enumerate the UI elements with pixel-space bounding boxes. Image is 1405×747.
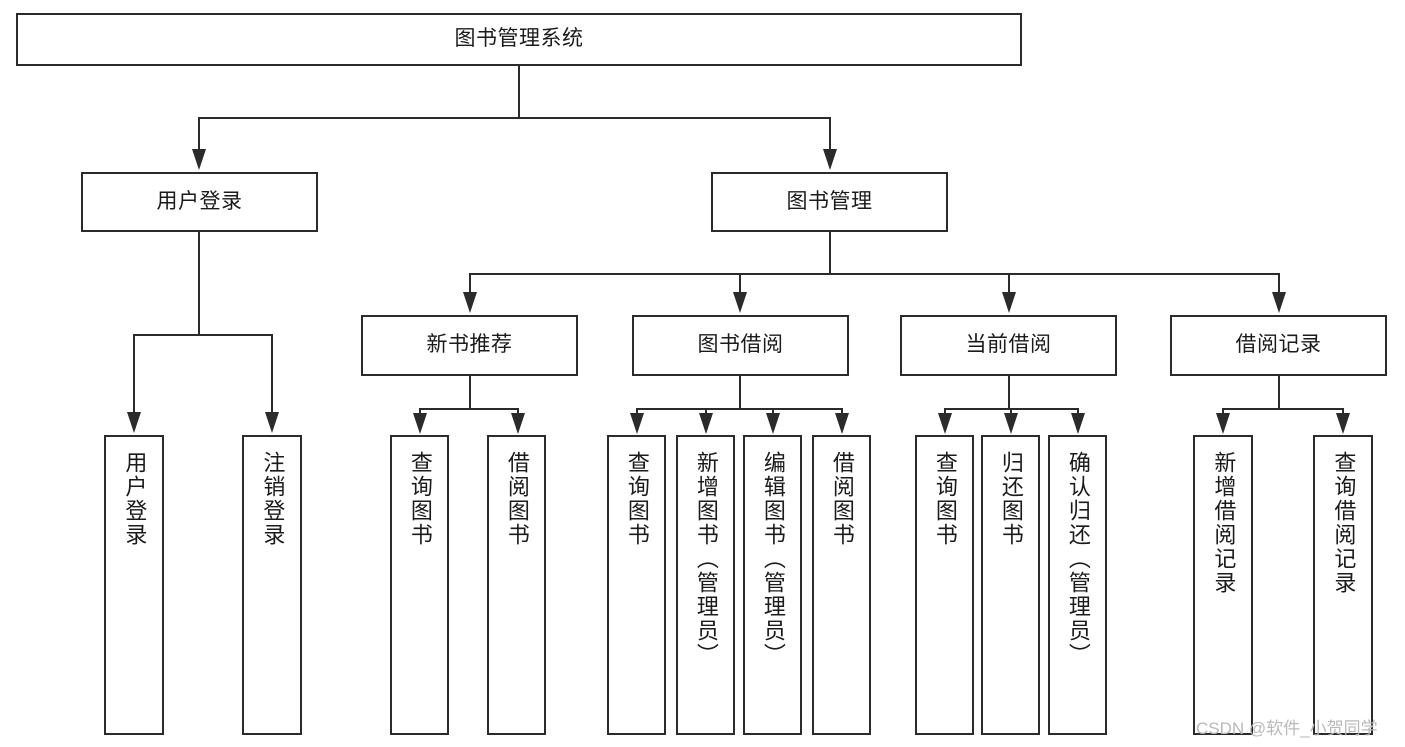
arrowhead-user-login-leaf-2 xyxy=(265,412,279,433)
leaf-book-borrow-borrow[interactable]: 借阅图书 xyxy=(812,435,871,735)
edge-book-manage-bar xyxy=(469,273,1280,275)
leaf-current-borrow-confirm-return[interactable]: 确认归还（管理员） xyxy=(1048,435,1107,735)
edge-root-to-user-login xyxy=(198,117,200,150)
edge-user-login-bar xyxy=(133,334,271,336)
node-label: 查询图书 xyxy=(407,451,433,547)
node-label: 借阅图书 xyxy=(504,451,530,547)
arrowhead-book-manage-borrow-record xyxy=(1272,292,1286,313)
edge-user-login-to-leaf-2 xyxy=(271,334,273,413)
leaf-book-borrow-edit[interactable]: 编辑图书（管理员） xyxy=(743,435,802,735)
node-current-borrow[interactable]: 当前借阅 xyxy=(900,315,1117,376)
leaf-borrow-record-add[interactable]: 新增借阅记录 xyxy=(1193,435,1253,735)
edge-borrow-record-to-leaf-1 xyxy=(1222,408,1224,414)
edge-book-borrow-stem xyxy=(739,376,741,409)
node-root-library-system[interactable]: 图书管理系统 xyxy=(16,13,1022,66)
node-label: 查询图书 xyxy=(932,451,958,547)
node-label: 用户登录 xyxy=(156,189,243,213)
arrowhead-book-borrow-leaf-3 xyxy=(766,413,780,434)
arrowhead-current-borrow-leaf-1 xyxy=(938,413,952,434)
edge-current-borrow-to-leaf-3 xyxy=(1077,408,1079,414)
edge-current-borrow-to-leaf-2 xyxy=(1010,408,1012,414)
node-label: 注销登录 xyxy=(260,451,286,547)
node-label: 图书管理系统 xyxy=(454,27,584,51)
edge-user-login-stem xyxy=(198,232,200,335)
edge-borrow-record-bar xyxy=(1222,408,1342,410)
node-label: 查询借阅记录 xyxy=(1331,451,1357,595)
edge-user-login-to-leaf-1 xyxy=(133,334,135,413)
node-label: 借阅图书 xyxy=(829,451,855,547)
edge-new-book-bar xyxy=(419,408,519,410)
arrowhead-root-to-user-login xyxy=(192,149,206,170)
edge-book-borrow-bar xyxy=(636,408,842,410)
leaf-current-borrow-query[interactable]: 查询图书 xyxy=(915,435,974,735)
edge-current-borrow-stem xyxy=(1008,376,1010,409)
node-label: 当前借阅 xyxy=(965,333,1052,357)
edge-book-manage-to-book-borrow xyxy=(739,273,741,293)
arrowhead-book-manage-current-borrow xyxy=(1002,292,1016,313)
edge-borrow-record-stem xyxy=(1278,376,1280,409)
leaf-current-borrow-return[interactable]: 归还图书 xyxy=(981,435,1040,735)
edge-book-manage-to-new-book xyxy=(469,273,471,293)
arrowhead-book-borrow-leaf-1 xyxy=(630,413,644,434)
node-label: 用户登录 xyxy=(122,451,148,547)
edge-book-borrow-to-leaf-3 xyxy=(772,408,774,414)
edge-new-book-to-leaf-2 xyxy=(517,408,519,414)
edge-book-borrow-to-leaf-4 xyxy=(841,408,843,414)
node-borrow-record[interactable]: 借阅记录 xyxy=(1170,315,1387,376)
arrowhead-current-borrow-leaf-3 xyxy=(1071,413,1085,434)
edge-book-manage-stem xyxy=(829,232,831,274)
node-label: 新增图书（管理员） xyxy=(693,451,719,667)
edge-book-manage-to-current-borrow xyxy=(1008,273,1010,293)
leaf-user-login-logout[interactable]: 注销登录 xyxy=(242,435,302,735)
leaf-borrow-record-query[interactable]: 查询借阅记录 xyxy=(1313,435,1373,735)
edge-current-borrow-to-leaf-1 xyxy=(944,408,946,414)
leaf-book-borrow-add[interactable]: 新增图书（管理员） xyxy=(676,435,735,735)
arrowhead-book-manage-book-borrow xyxy=(733,292,747,313)
leaf-new-book-borrow[interactable]: 借阅图书 xyxy=(487,435,546,735)
node-label: 归还图书 xyxy=(998,451,1024,547)
node-label: 新书推荐 xyxy=(426,333,513,357)
node-book-borrow[interactable]: 图书借阅 xyxy=(632,315,849,376)
arrowhead-new-book-leaf-1 xyxy=(413,413,427,434)
arrowhead-user-login-leaf-1 xyxy=(127,412,141,433)
csdn-watermark: CSDN @软件_小贺同学 xyxy=(1196,719,1378,738)
node-label: 借阅记录 xyxy=(1235,333,1322,357)
leaf-user-login-login[interactable]: 用户登录 xyxy=(104,435,164,735)
arrowhead-root-to-book-manage xyxy=(823,149,837,170)
node-user-login[interactable]: 用户登录 xyxy=(81,172,318,232)
edge-borrow-record-to-leaf-2 xyxy=(1342,408,1344,414)
node-label: 新增借阅记录 xyxy=(1211,451,1237,595)
arrowhead-book-borrow-leaf-4 xyxy=(835,413,849,434)
arrowhead-borrow-record-leaf-2 xyxy=(1336,413,1350,434)
node-label: 图书借阅 xyxy=(697,333,784,357)
edge-new-book-to-leaf-1 xyxy=(419,408,421,414)
leaf-new-book-query[interactable]: 查询图书 xyxy=(390,435,449,735)
node-label: 图书管理 xyxy=(786,189,873,213)
node-label: 编辑图书（管理员） xyxy=(760,451,786,667)
arrowhead-new-book-leaf-2 xyxy=(511,413,525,434)
arrowhead-book-borrow-leaf-2 xyxy=(699,413,713,434)
edge-root-stem xyxy=(518,66,520,118)
edge-root-bar xyxy=(198,117,830,119)
arrowhead-current-borrow-leaf-2 xyxy=(1004,413,1018,434)
node-new-book-recommend[interactable]: 新书推荐 xyxy=(361,315,578,376)
arrowhead-borrow-record-leaf-1 xyxy=(1216,413,1230,434)
edge-new-book-stem xyxy=(469,376,471,409)
arrowhead-book-manage-new-book xyxy=(463,292,477,313)
edge-book-borrow-to-leaf-2 xyxy=(705,408,707,414)
edge-book-manage-to-borrow-record xyxy=(1278,273,1280,293)
node-label: 确认归还（管理员） xyxy=(1065,451,1091,667)
leaf-book-borrow-query[interactable]: 查询图书 xyxy=(607,435,666,735)
node-label: 查询图书 xyxy=(624,451,650,547)
edge-book-borrow-to-leaf-1 xyxy=(636,408,638,414)
node-book-management[interactable]: 图书管理 xyxy=(711,172,948,232)
edge-root-to-book-manage xyxy=(829,117,831,150)
